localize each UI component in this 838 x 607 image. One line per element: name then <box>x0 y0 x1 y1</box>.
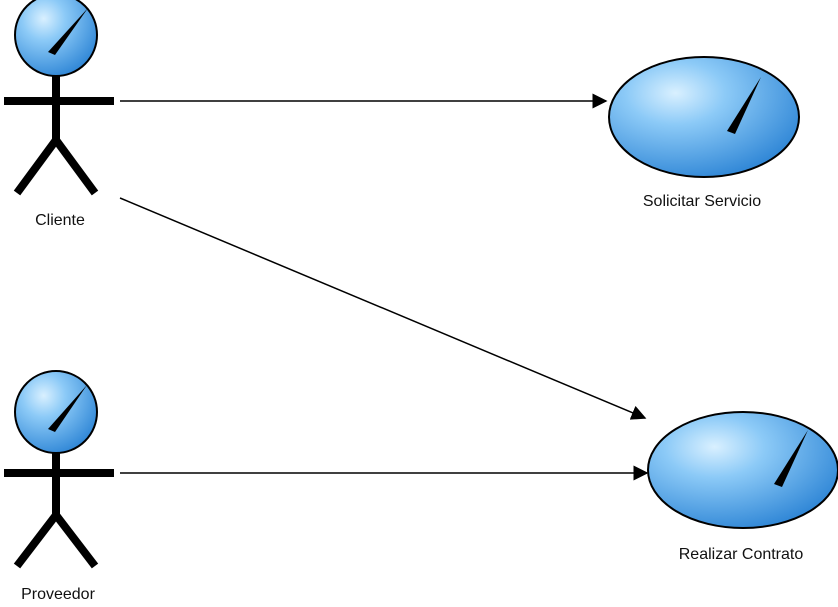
actor-head <box>14 0 98 77</box>
compass-needle-icon <box>774 430 808 487</box>
actor-right-leg <box>52 137 99 196</box>
actor-right-leg <box>52 512 99 569</box>
actor-cliente[interactable] <box>4 0 114 196</box>
usecase-realizar-contrato[interactable] <box>647 411 838 529</box>
associations <box>119 93 649 481</box>
actor-left-leg <box>13 137 60 196</box>
actor-head <box>14 370 98 454</box>
actor-label-proveedor: Proveedor <box>21 586 95 603</box>
compass-needle-icon <box>727 77 761 134</box>
usecase-ellipse <box>647 411 838 529</box>
actor-proveedor[interactable] <box>4 370 114 569</box>
usecase-ellipse <box>608 56 800 178</box>
usecase-label-realizar-contrato: Realizar Contrato <box>678 546 804 563</box>
usecase-solicitar-servicio[interactable] <box>608 56 800 178</box>
compass-needle-icon <box>48 8 88 55</box>
compass-needle-icon <box>48 385 87 432</box>
actor-left-leg <box>13 512 60 569</box>
association-cliente-realizar[interactable] <box>119 197 647 420</box>
actor-label-cliente: Cliente <box>35 212 85 229</box>
usecase-label-solicitar-servicio: Solicitar Servicio <box>642 193 762 210</box>
